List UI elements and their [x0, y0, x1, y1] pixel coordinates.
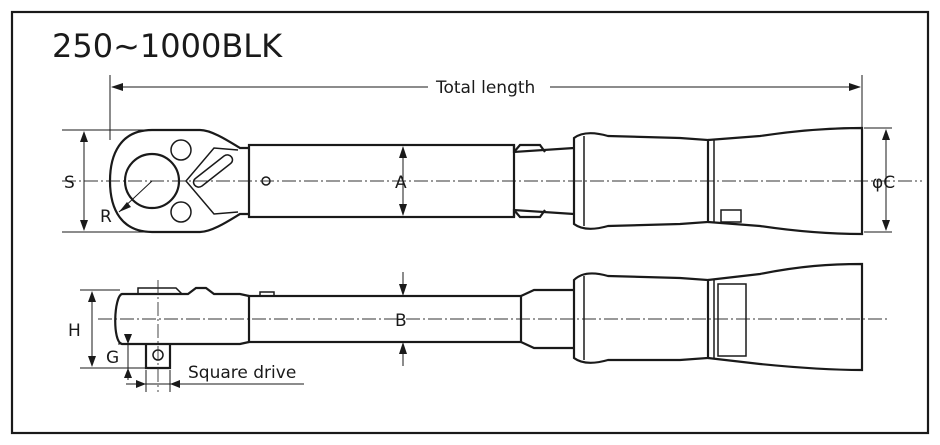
- side-grip-front: [572, 272, 710, 364]
- top-grip-rear: [707, 126, 864, 236]
- shaft-pin: [261, 176, 271, 186]
- label-b: B: [395, 311, 407, 331]
- lower-pin-hole: [170, 201, 192, 223]
- side-view: [80, 262, 890, 392]
- label-h: H: [68, 321, 81, 341]
- square-drive-label: Square drive: [188, 363, 296, 383]
- g-arrow-top: [124, 334, 132, 344]
- a-arrow-bottom: [399, 204, 407, 216]
- label-s: S: [64, 173, 75, 193]
- model-title: 250~1000BLK: [52, 27, 283, 65]
- top-ferrule: [513, 143, 546, 219]
- h-arrow-top: [88, 291, 96, 302]
- side-grip-rear: [707, 262, 864, 372]
- ratchet-head-outline: [108, 128, 249, 234]
- scale-window: [717, 283, 747, 357]
- drive-hole: [123, 152, 181, 210]
- top-view: [62, 75, 922, 236]
- s-arrow-top: [80, 131, 88, 142]
- side-clip: [259, 291, 275, 297]
- label-g: G: [106, 348, 119, 368]
- c-arrow-top: [882, 129, 890, 140]
- label-r: R: [100, 207, 112, 227]
- side-head: [114, 286, 250, 346]
- total-arrow-left: [111, 83, 123, 91]
- side-shaft: [247, 294, 523, 344]
- side-head-step: [137, 287, 183, 295]
- label-c: φC: [872, 173, 895, 193]
- g-arrow-bottom: [124, 368, 132, 378]
- pawl-notch: [185, 147, 239, 215]
- top-window: [720, 209, 742, 223]
- b-arrow-top: [399, 284, 407, 296]
- top-shaft: [247, 143, 516, 219]
- upper-pin-hole: [170, 139, 192, 161]
- selector-slot: [192, 154, 234, 188]
- drawing-frame: [10, 10, 930, 435]
- label-a: A: [395, 173, 407, 193]
- side-taper: [520, 288, 574, 350]
- sd-arrow-left: [136, 380, 146, 388]
- h-arrow-bottom: [88, 356, 96, 367]
- s-arrow-bottom: [80, 220, 88, 231]
- b-arrow-bottom: [399, 342, 407, 354]
- total-length-label: Total length: [435, 78, 535, 98]
- sd-arrow-right: [170, 380, 180, 388]
- c-arrow-bottom: [882, 220, 890, 231]
- total-arrow-right: [849, 83, 861, 91]
- radius-arrow: [119, 202, 131, 212]
- a-arrow-top: [399, 146, 407, 158]
